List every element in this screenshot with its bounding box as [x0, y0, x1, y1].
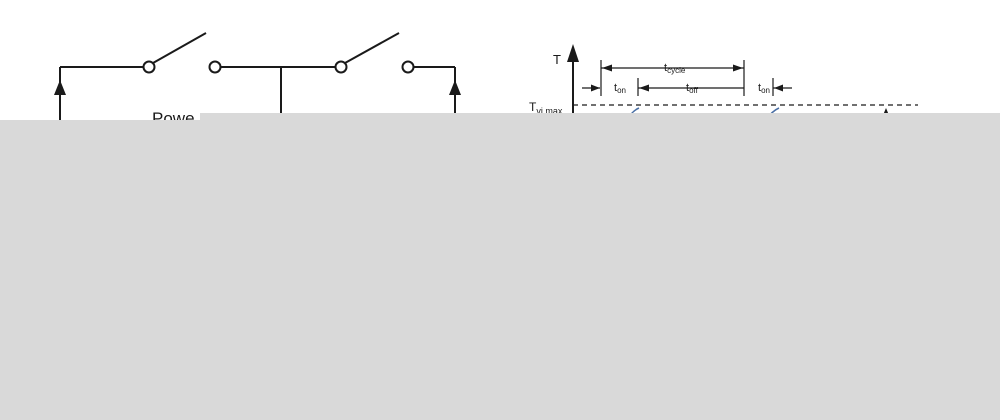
t-cycle-arrow-right-icon: [733, 64, 743, 72]
t-off-label: toff: [686, 82, 699, 95]
t-cycle-label: tcycle: [664, 62, 686, 75]
t-on2-arrow-right-icon: [774, 84, 783, 92]
right-arrow-icon: [449, 80, 461, 95]
y-axis-arrow-icon: [567, 44, 579, 62]
t-on-arrow-left-icon: [591, 84, 600, 92]
t-cycle-arrow-left-icon: [602, 64, 612, 72]
t-off-arrow-left-icon: [639, 84, 649, 92]
y-axis-label: T: [553, 52, 561, 67]
left-arrow-icon: [54, 80, 66, 95]
switch1-blade: [152, 32, 207, 64]
switch2-contact-a: [334, 60, 348, 74]
switch2-blade: [344, 32, 400, 64]
occlusion-overlay-top: [200, 113, 1000, 121]
switch1-contact-a: [142, 60, 156, 74]
switch1-contact-b: [208, 60, 222, 74]
t-on2-label: ton: [758, 82, 770, 95]
t-on-label: ton: [614, 82, 626, 95]
switch2-contact-b: [401, 60, 415, 74]
tvj-max-label: Tvj,max: [529, 100, 563, 116]
occlusion-overlay: [0, 120, 1000, 420]
